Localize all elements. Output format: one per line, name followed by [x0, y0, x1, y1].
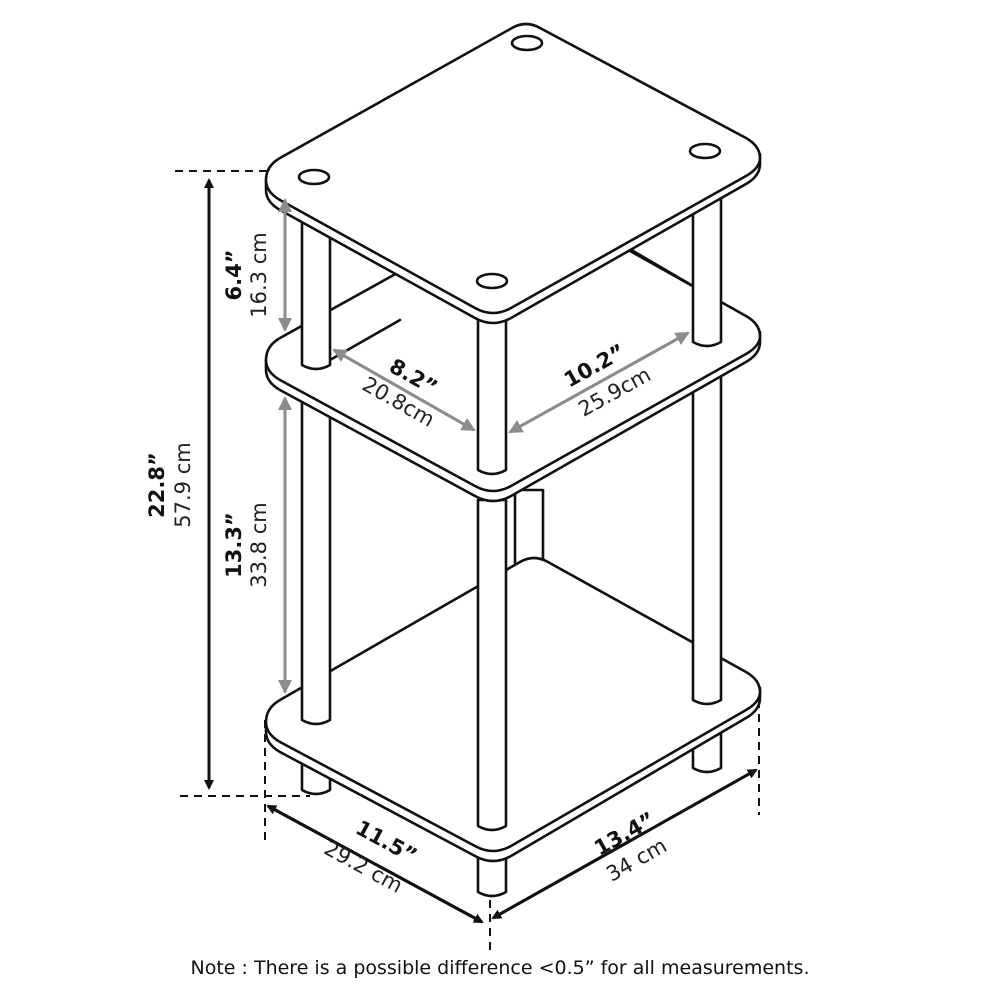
- total-height-inches: 22.8”: [145, 452, 169, 518]
- top-shelf-top: [264, 22, 762, 315]
- dimension-total-height: 22.8” 57.9 cm: [145, 178, 214, 790]
- leg-upper-right: [691, 188, 723, 348]
- lower-clearance-inches: 13.3”: [222, 512, 246, 578]
- leg-lower-left: [300, 388, 332, 726]
- measurement-note: Note : There is a possible difference <0…: [190, 957, 810, 979]
- leg-upper-front: [476, 308, 508, 476]
- cap-right: [688, 142, 722, 160]
- dimension-guides: [175, 170, 760, 950]
- top-clearance-cm: 16.3 cm: [247, 232, 271, 317]
- dimension-lower-clearance: 13.3” 33.8 cm: [222, 396, 292, 694]
- bottom-shelf-top: [264, 556, 762, 853]
- lower-legs: [300, 358, 723, 832]
- upper-legs: [300, 188, 723, 476]
- leg-upper-left: [300, 203, 332, 371]
- total-height-cm: 57.9 cm: [171, 442, 195, 527]
- dimension-top-clearance: 6.4” 16.3 cm: [222, 198, 292, 332]
- top-shelf: [264, 22, 762, 325]
- cap-left: [297, 168, 331, 186]
- leg-lower-front: [476, 498, 508, 832]
- top-clearance-inches: 6.4”: [222, 249, 246, 300]
- middle-back-edge-right: [626, 246, 695, 288]
- middle-shelf: [264, 199, 762, 503]
- leg-lower-right: [691, 358, 723, 706]
- lower-clearance-cm: 33.8 cm: [247, 502, 271, 587]
- cap-back: [510, 34, 544, 52]
- cap-front: [475, 272, 509, 290]
